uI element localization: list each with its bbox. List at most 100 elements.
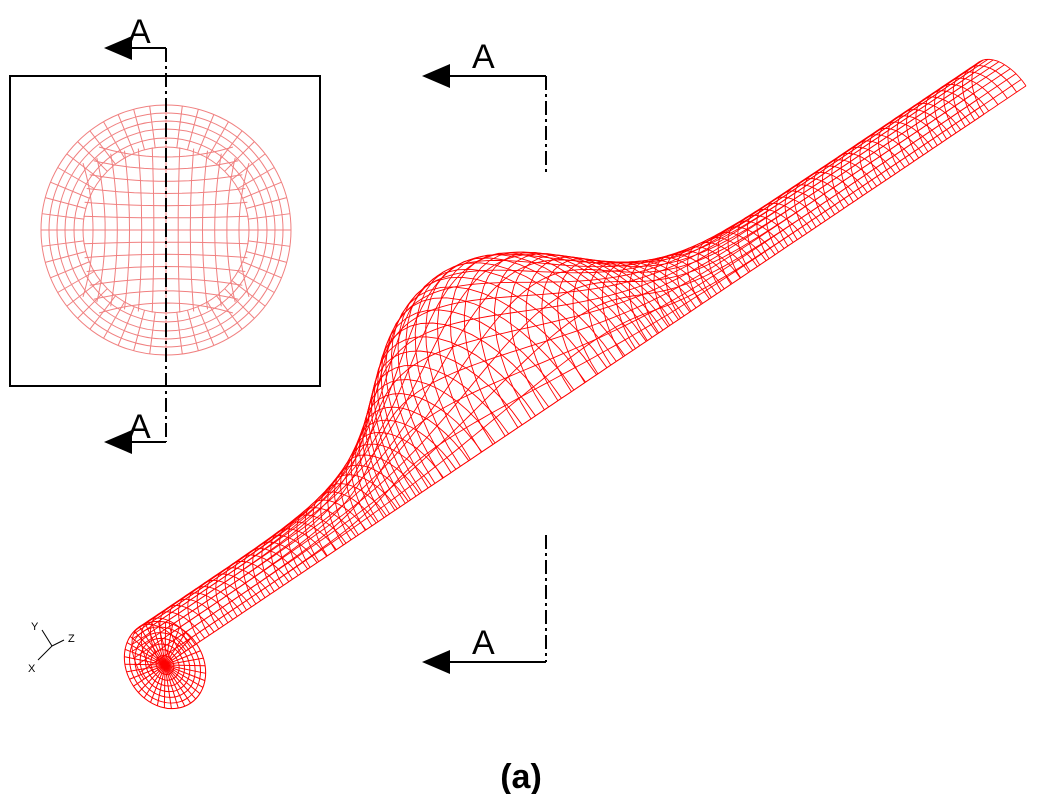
disc-spoke [89,295,116,330]
cap-spoke [164,657,204,666]
cap-spoke [164,664,179,709]
disc-spoke [186,310,199,351]
cap-spoke [164,664,186,707]
disc-spoke [246,197,287,210]
cap-spoke [126,642,166,666]
disc-grid-line [177,147,181,313]
vessel-ring-line [943,77,999,134]
disc-spoke [231,280,266,307]
disc-grid-line [189,148,195,312]
inset-bottom-arrowhead [104,430,132,454]
cap-spoke [164,664,206,667]
vessel-ring-line [952,71,1008,127]
disc-spoke [149,312,156,354]
vessel-long-line [147,58,989,625]
vessel-end-cap [123,620,207,710]
vessel-long-line [164,64,1005,630]
disc-spoke [66,153,101,180]
disc-spoke [77,288,108,319]
aneurysm-vessel-mesh [123,58,1027,710]
vessel-ring-line [915,96,971,153]
disc-spoke [186,109,199,150]
cap-spoke [164,664,192,704]
cross-section-inset [9,75,321,387]
disc-spoke [77,141,108,172]
vessel-ring-line [187,586,243,642]
inset-bottom-section-label: A [128,408,151,446]
vessel-ring-line [206,573,262,630]
vessel-ring-line [377,322,550,497]
vessel-ring-line [896,109,952,165]
vessel-ring-line [784,184,840,240]
vessel-ring-line [850,140,906,196]
vessel-ring-line [765,196,822,253]
cap-spoke [133,630,166,666]
inset-section-line [130,47,167,443]
vessel-long-line [185,85,1027,652]
vessel-long-line [153,59,994,626]
vessel-ring-line [962,65,1018,121]
disc-spoke [45,197,86,210]
inset-top-section-label: A [128,13,151,51]
disc-spoke [207,121,229,159]
disc-spoke [50,261,90,279]
cap-spoke [151,621,166,666]
cap-spoke [138,626,166,666]
vessel-long-line [170,68,1011,635]
cap-spoke [164,624,174,666]
disc-spoke [50,181,90,199]
vessel-ring-line [924,90,980,146]
disc-spoke [207,301,229,339]
disc-spoke [42,240,84,247]
vessel-ring-line [859,134,915,190]
disc-spoke [248,240,290,247]
vessel-ring-line [224,560,280,617]
disc-spoke [224,141,255,172]
cap-outline [123,620,207,710]
vessel-ring-line [365,379,496,511]
disc-spoke [176,312,183,354]
main-top-arrowhead [422,64,450,88]
vessel-ring-line [803,171,859,228]
vessel-ring-line [840,146,896,203]
vessel-long-line [143,59,984,626]
axis-y-line [41,629,53,647]
disc-spoke [45,250,86,263]
disc-spoke [197,306,215,346]
disc-grid-line [201,150,208,310]
vessel-ring-line [380,309,562,493]
cap-spoke [164,643,197,666]
cap-spoke [144,623,166,666]
cap-spoke [129,635,166,666]
cap-spoke [150,664,166,703]
disc-spoke [176,106,183,148]
cap-spoke [164,664,204,688]
disc-spoke [103,121,125,159]
disc-spoke [57,271,95,293]
vessel-ring-line [906,102,962,159]
main-top-section-label: A [472,38,495,76]
cap-spoke [164,637,192,666]
disc-spoke [216,295,243,330]
disc-spoke [57,167,95,189]
vessel-ring-line [878,121,934,178]
vessel-ring-line [868,127,924,184]
disc-spoke [117,306,135,346]
main-bottom-section-label: A [472,624,495,662]
cap-spoke [126,664,166,673]
axis-x-label: X [28,663,36,675]
disc-grid-line [214,153,222,307]
disc-spoke [133,109,146,150]
vessel-ring-line [887,115,943,171]
disc-spoke [117,114,135,154]
cap-spoke [164,664,206,682]
vessel-long-line [180,79,1022,645]
main-bottom-arrowhead [422,650,450,674]
cap-spoke [124,656,166,666]
vessel-ring-line [775,190,831,247]
cap-spoke [133,664,166,687]
axis-z-label: Z [68,633,75,645]
vessel-long-line [175,73,1017,640]
cap-spoke [164,664,206,674]
cap-spoke [164,631,187,666]
